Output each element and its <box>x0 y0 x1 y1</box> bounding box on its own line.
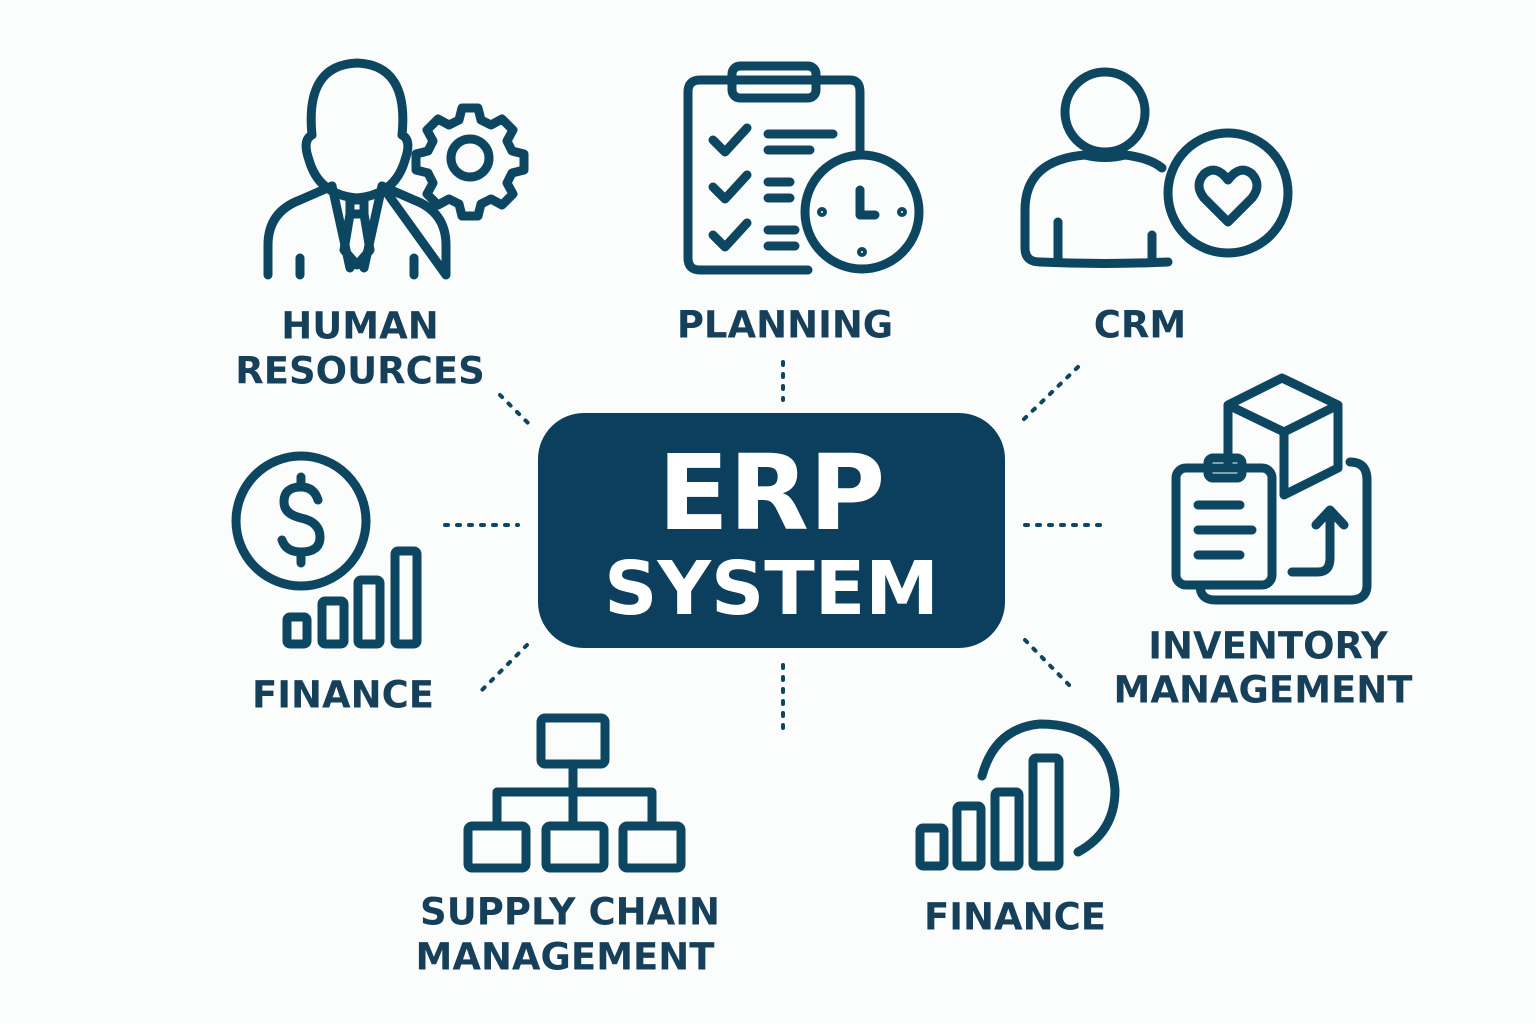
label-planning: PLANNING <box>676 303 894 347</box>
label-inventory-line1: INVENTORY <box>1148 624 1388 668</box>
clipboard-clock-icon <box>683 61 924 275</box>
hr-person-gear-icon <box>263 58 529 280</box>
label-human-resources-line2: RESOURCES <box>235 349 485 393</box>
center-title-line2: SYSTEM <box>604 546 939 632</box>
center-title-line1: ERP <box>657 432 886 554</box>
hierarchy-icon <box>463 713 686 873</box>
label-finance-bottom: FINANCE <box>923 895 1107 939</box>
label-supply-chain-line2: MANAGEMENT <box>415 935 715 979</box>
box-clipboard-icon <box>1171 373 1372 605</box>
connector-hr <box>498 393 530 425</box>
bar-growth-icon <box>915 719 1120 871</box>
label-crm: CRM <box>1093 303 1187 347</box>
connectors <box>443 360 1110 734</box>
label-supply-chain-line1: SUPPLY CHAIN <box>420 890 720 934</box>
label-human-resources-line1: HUMAN <box>281 304 439 348</box>
connector-finance-bottom <box>1023 638 1074 690</box>
person-heart-icon <box>1020 67 1293 268</box>
connector-supply <box>478 643 529 694</box>
label-inventory-line2: MANAGEMENT <box>1113 668 1413 712</box>
label-finance-left: FINANCE <box>251 673 435 717</box>
dollar-bars-icon <box>231 451 422 649</box>
connector-crm <box>1020 365 1080 423</box>
erp-system-box: ERP SYSTEM <box>538 413 1005 648</box>
